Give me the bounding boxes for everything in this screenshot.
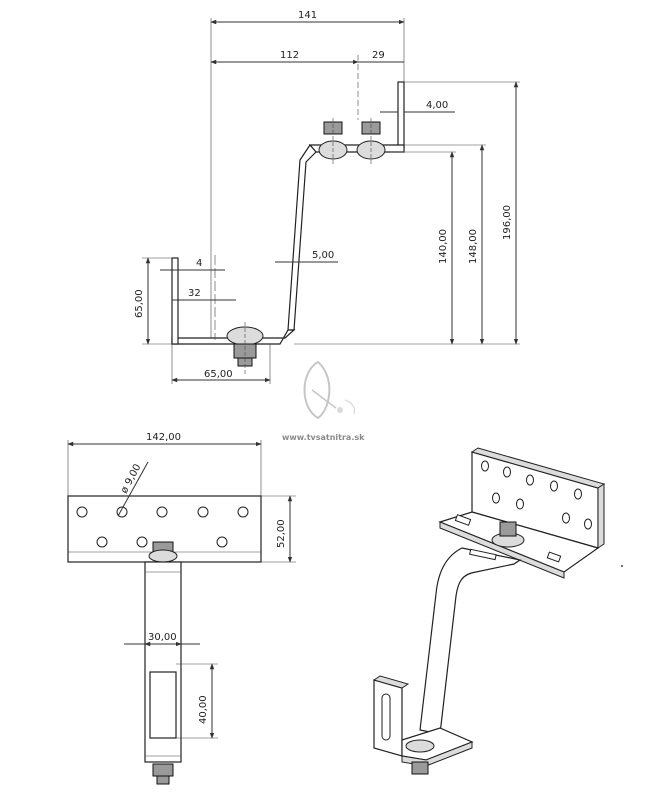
hole bbox=[481, 460, 489, 472]
hole bbox=[197, 506, 209, 518]
iso-arm-slot bbox=[469, 548, 497, 561]
arm-slot-frame bbox=[149, 671, 177, 739]
top-bolts bbox=[318, 118, 386, 165]
front-bolt-washer bbox=[148, 549, 178, 563]
satellite-dish-logo bbox=[303, 360, 356, 420]
dim-label-arm-width: 30,00 bbox=[148, 632, 177, 643]
dim-label-140: 140,00 bbox=[438, 229, 449, 264]
hole bbox=[492, 492, 500, 504]
dim-label-bottom-height: 65,00 bbox=[134, 289, 145, 318]
iso-bottom-slot bbox=[381, 693, 391, 741]
bottom-bolt bbox=[226, 322, 264, 375]
hole bbox=[562, 512, 570, 524]
hole bbox=[216, 536, 228, 548]
dim-label-slot-length: 40,00 bbox=[198, 695, 209, 724]
side-view: 141 112 29 4,00 bbox=[134, 10, 520, 384]
iso-bottom-nut bbox=[411, 761, 429, 775]
iso-arm bbox=[419, 547, 522, 735]
bottom-flange bbox=[171, 257, 179, 345]
iso-bottom-flange-edge bbox=[372, 675, 410, 689]
iso-top-shelf-edge bbox=[439, 521, 565, 579]
top-flange bbox=[397, 81, 405, 149]
hole bbox=[136, 536, 148, 548]
dim-leader-hole bbox=[117, 461, 149, 517]
hole bbox=[76, 506, 88, 518]
front-bottom-bolt-tip bbox=[156, 775, 170, 785]
hole bbox=[503, 466, 511, 478]
dim-label-hole-diameter: ø 9,00 bbox=[119, 462, 144, 495]
stray-mark bbox=[621, 565, 623, 567]
dim-label-arm-thickness: 5,00 bbox=[312, 250, 334, 261]
dim-label-29: 29 bbox=[372, 50, 385, 61]
isometric-view bbox=[372, 447, 606, 775]
dim-label-196: 196,00 bbox=[502, 205, 513, 240]
hole bbox=[237, 506, 249, 518]
dim-label-plate-width: 142,00 bbox=[146, 432, 181, 443]
dim-label-bottom-length: 65,00 bbox=[204, 369, 233, 380]
dim-label-plate-height: 52,00 bbox=[276, 519, 287, 548]
hole bbox=[550, 480, 558, 492]
iso-bottom-washer bbox=[405, 739, 435, 753]
watermark: www.tvsatnitra.sk bbox=[282, 360, 365, 442]
hole bbox=[526, 474, 534, 486]
dim-label-112: 112 bbox=[280, 50, 299, 61]
hole bbox=[116, 506, 128, 518]
iso-shelf-slot-2 bbox=[546, 551, 562, 563]
dim-label-bottom-gap: 32 bbox=[188, 288, 201, 299]
arm bbox=[287, 144, 317, 331]
hole bbox=[516, 498, 524, 510]
iso-top-holes bbox=[481, 460, 592, 530]
hole bbox=[96, 536, 108, 548]
plate-holes bbox=[76, 506, 249, 548]
dim-label-bottom-thickness: 4 bbox=[196, 258, 202, 269]
front-view: 142,00 ø 9,00 52,00 bbox=[67, 432, 296, 785]
hole bbox=[584, 518, 592, 530]
iso-top-back-side bbox=[597, 483, 605, 549]
dim-label-top-thickness: 4,00 bbox=[426, 100, 448, 111]
dim-label-148: 148,00 bbox=[468, 229, 479, 264]
iso-bottom-shelf-edge bbox=[401, 741, 473, 767]
iso-shelf-slot bbox=[454, 514, 472, 526]
watermark-url: www.tvsatnitra.sk bbox=[282, 433, 365, 442]
hole bbox=[574, 488, 582, 500]
dim-label-141: 141 bbox=[298, 10, 317, 21]
front-bottom-nut bbox=[152, 763, 174, 777]
hole bbox=[156, 506, 168, 518]
iso-nut bbox=[499, 521, 517, 537]
